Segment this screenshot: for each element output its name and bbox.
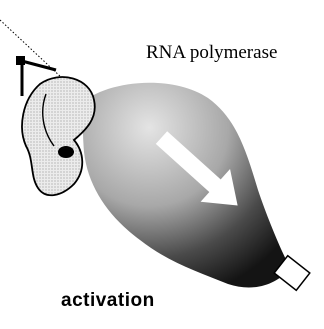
activator-fold (42, 93, 55, 147)
polymerase-tail-box (273, 254, 311, 292)
rna-polymerase-body (82, 82, 290, 288)
transcription-direction-arrow (155, 131, 238, 206)
activator-protein (21, 76, 96, 197)
rna-polymerase-label: RNA polymerase (146, 42, 278, 63)
activator-contact-point (58, 146, 74, 158)
promoter-square (16, 56, 25, 65)
activation-label: activation (61, 290, 155, 311)
